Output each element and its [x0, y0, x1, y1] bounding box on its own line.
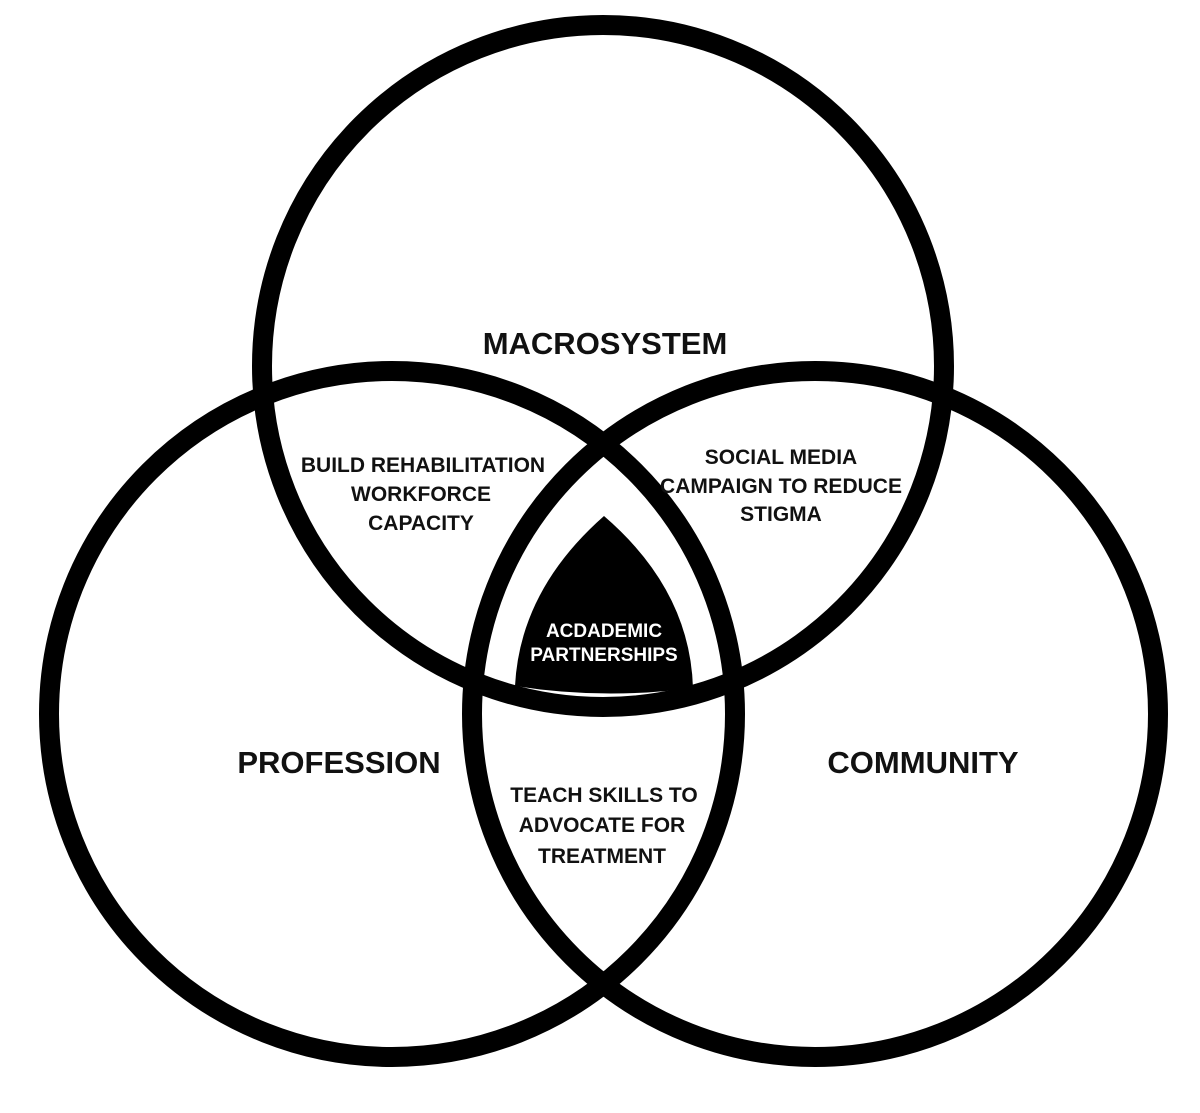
overlap-macrosystem-community-line-1: SOCIAL MEDIA [705, 446, 857, 469]
overlap-macrosystem-profession-line-3: CAPACITY [368, 512, 474, 535]
profession-circle [39, 361, 745, 1067]
overlap-macrosystem-profession: BUILD REHABILITATION WORKFORCE CAPACITY [301, 454, 545, 535]
overlap-macrosystem-profession-line-2: WORKFORCE [351, 483, 491, 506]
overlap-profession-community-line-1: TEACH SKILLS TO [510, 784, 697, 807]
overlap-macrosystem-profession-line-1: BUILD REHABILITATION [301, 454, 545, 477]
macrosystem-label: MACROSYSTEM [483, 326, 728, 361]
profession-label: PROFESSION [237, 745, 440, 780]
overlap-macrosystem-community-line-2: CAMPAIGN TO REDUCE [660, 475, 902, 498]
center-label-line-1: ACDADEMIC [546, 621, 662, 642]
overlap-macrosystem-community: SOCIAL MEDIA CAMPAIGN TO REDUCE STIGMA [660, 446, 902, 526]
overlap-profession-community-line-3: TREATMENT [538, 845, 666, 868]
macrosystem-circle [252, 15, 954, 717]
community-label: COMMUNITY [827, 745, 1018, 780]
center-label-line-2: PARTNERSHIPS [530, 645, 677, 666]
center-triangle [515, 516, 693, 694]
overlap-profession-community: TEACH SKILLS TO ADVOCATE FOR TREATMENT [510, 784, 697, 868]
overlap-profession-community-line-2: ADVOCATE FOR [519, 814, 685, 837]
center-label: ACDADEMIC PARTNERSHIPS [530, 621, 677, 666]
overlap-macrosystem-community-line-3: STIGMA [740, 503, 822, 526]
community-circle [462, 361, 1168, 1067]
